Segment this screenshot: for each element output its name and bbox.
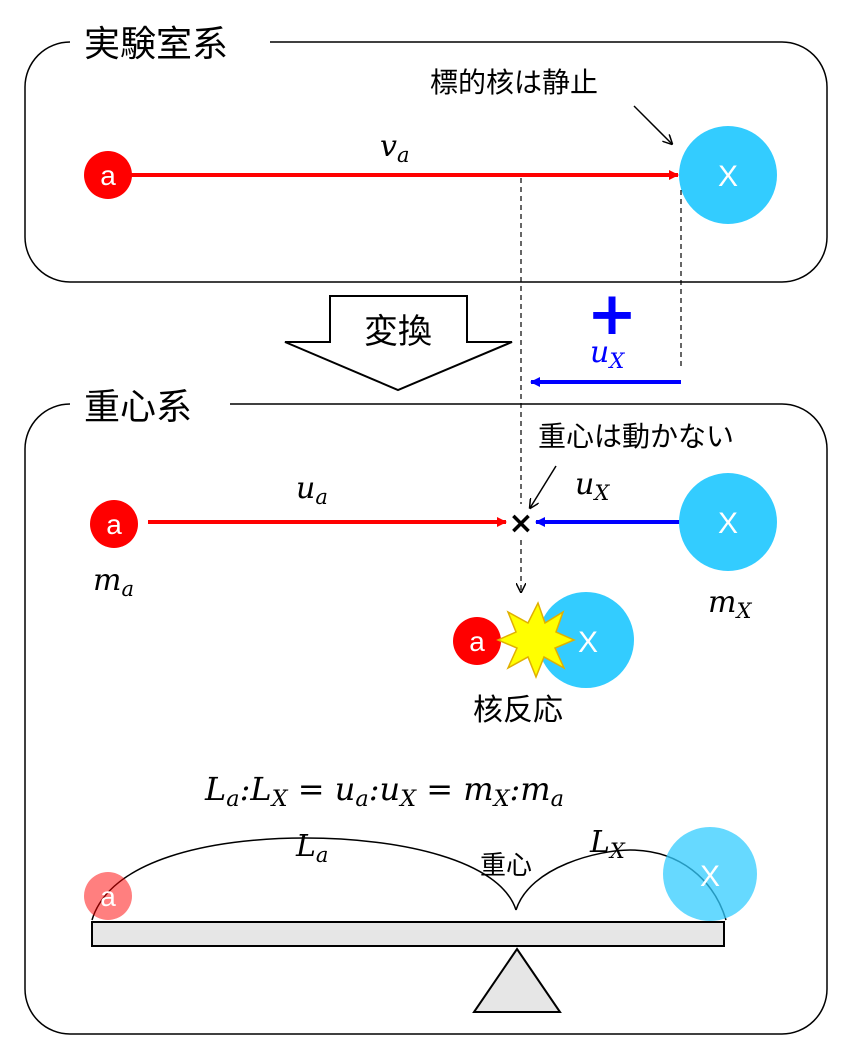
target-X-cm (679, 473, 777, 571)
collision-burst (496, 601, 576, 680)
mass-ma-label: ma (93, 563, 134, 601)
seesaw-ball-a-label: a (100, 881, 116, 912)
target-X-lab-label: X (718, 160, 738, 193)
target-X-lab (679, 126, 777, 224)
seesaw-beam (91, 921, 725, 947)
target-X-cm-label: X (718, 507, 738, 540)
seesaw-ball-X (663, 827, 757, 921)
seesaw-ball-X-label: X (700, 860, 720, 893)
ua-label: ua (296, 471, 328, 509)
LX-label: LX (589, 825, 626, 863)
shift-velocity-label: uX (590, 335, 625, 373)
cm-frame-title: 重心系 (84, 387, 192, 428)
ratio-equation: La:LX = ua:uX = mX:ma (204, 770, 564, 812)
seesaw-center-label: 重心 (480, 851, 532, 881)
projectile-a-cm-label: a (106, 509, 122, 540)
transform-arrow-shape (284, 295, 513, 392)
uX-label: uX (575, 467, 610, 505)
velocity-va-label: va (380, 129, 409, 167)
lab-frame-title: 実験室系 (84, 24, 228, 65)
cm-frame-panel (24, 403, 828, 1035)
reaction-a-label: a (469, 626, 485, 657)
reaction-X-label: X (578, 626, 598, 659)
projectile-a-cm (90, 500, 138, 548)
seesaw-ball-a (84, 872, 132, 920)
note-pointer-arrow (633, 105, 672, 144)
mass-mX-label: mX (708, 585, 752, 623)
cm-note-pointer-arrow (530, 465, 557, 508)
target-stationary-note: 標的核は静止 (430, 66, 598, 99)
plus-sign: + (587, 279, 637, 349)
projectile-a-lab (84, 151, 132, 199)
lab-frame-panel (24, 41, 828, 283)
cm-stationary-note: 重心は動かない (538, 420, 734, 453)
La-brace-arc (91, 837, 517, 921)
transform-label: 変換 (364, 312, 432, 352)
projectile-a-lab-label: a (100, 160, 116, 191)
reaction-label: 核反応 (473, 693, 563, 728)
seesaw-fulcrum (472, 947, 562, 1013)
reaction-a (453, 617, 501, 665)
cm-marker: × (508, 506, 533, 541)
La-label: La (295, 829, 328, 867)
